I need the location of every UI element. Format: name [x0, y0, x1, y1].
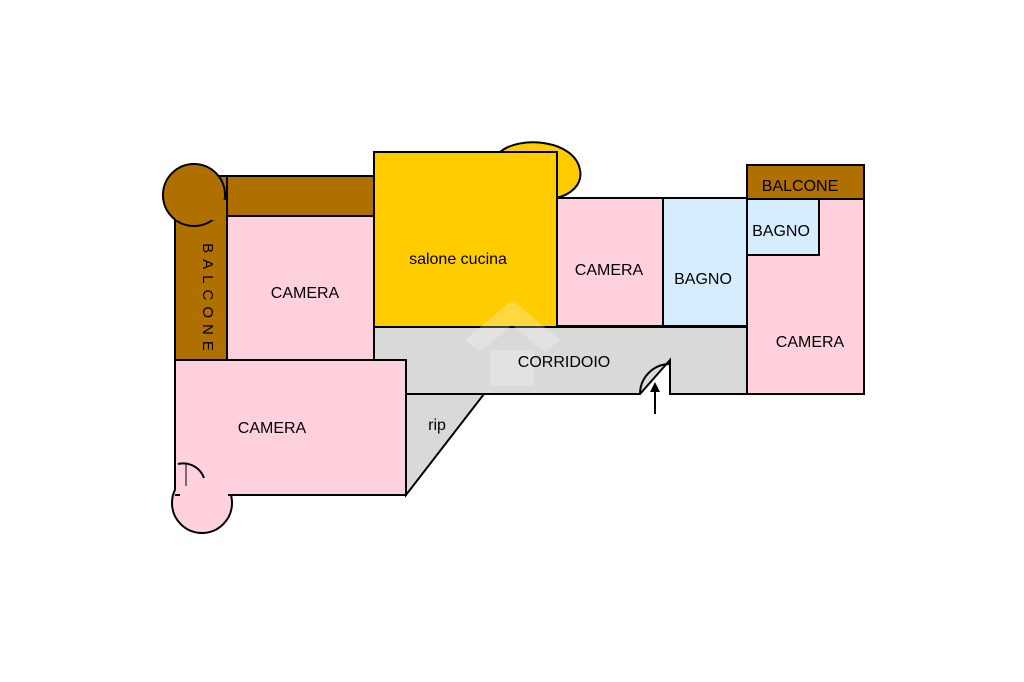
right-block [746, 164, 865, 395]
camera-2-label: CAMERA [575, 262, 644, 279]
rip-area [405, 393, 487, 498]
bagno-2-label: BAGNO [752, 223, 810, 240]
balcone-right-label: BALCONE [762, 178, 838, 195]
camera-4-area [171, 359, 407, 534]
camera-1-label: CAMERA [271, 285, 340, 302]
salone-label: salone cucina [409, 251, 507, 268]
salone-cucina-area [373, 141, 582, 328]
watermark-logo [465, 300, 560, 386]
door-openings [232, 215, 748, 395]
camera-4-label: CAMERA [238, 420, 307, 437]
corridoio-label: CORRIDOIO [518, 354, 610, 371]
entrance-door [639, 363, 671, 414]
camera-3-label: CAMERA [776, 334, 845, 351]
balcone-left-area [162, 163, 376, 361]
bagno-1-label: BAGNO [674, 271, 732, 288]
bagno-1-area [662, 197, 748, 327]
balcone-left-label: BALCONE [199, 243, 216, 357]
rip-label: rip [428, 417, 446, 434]
